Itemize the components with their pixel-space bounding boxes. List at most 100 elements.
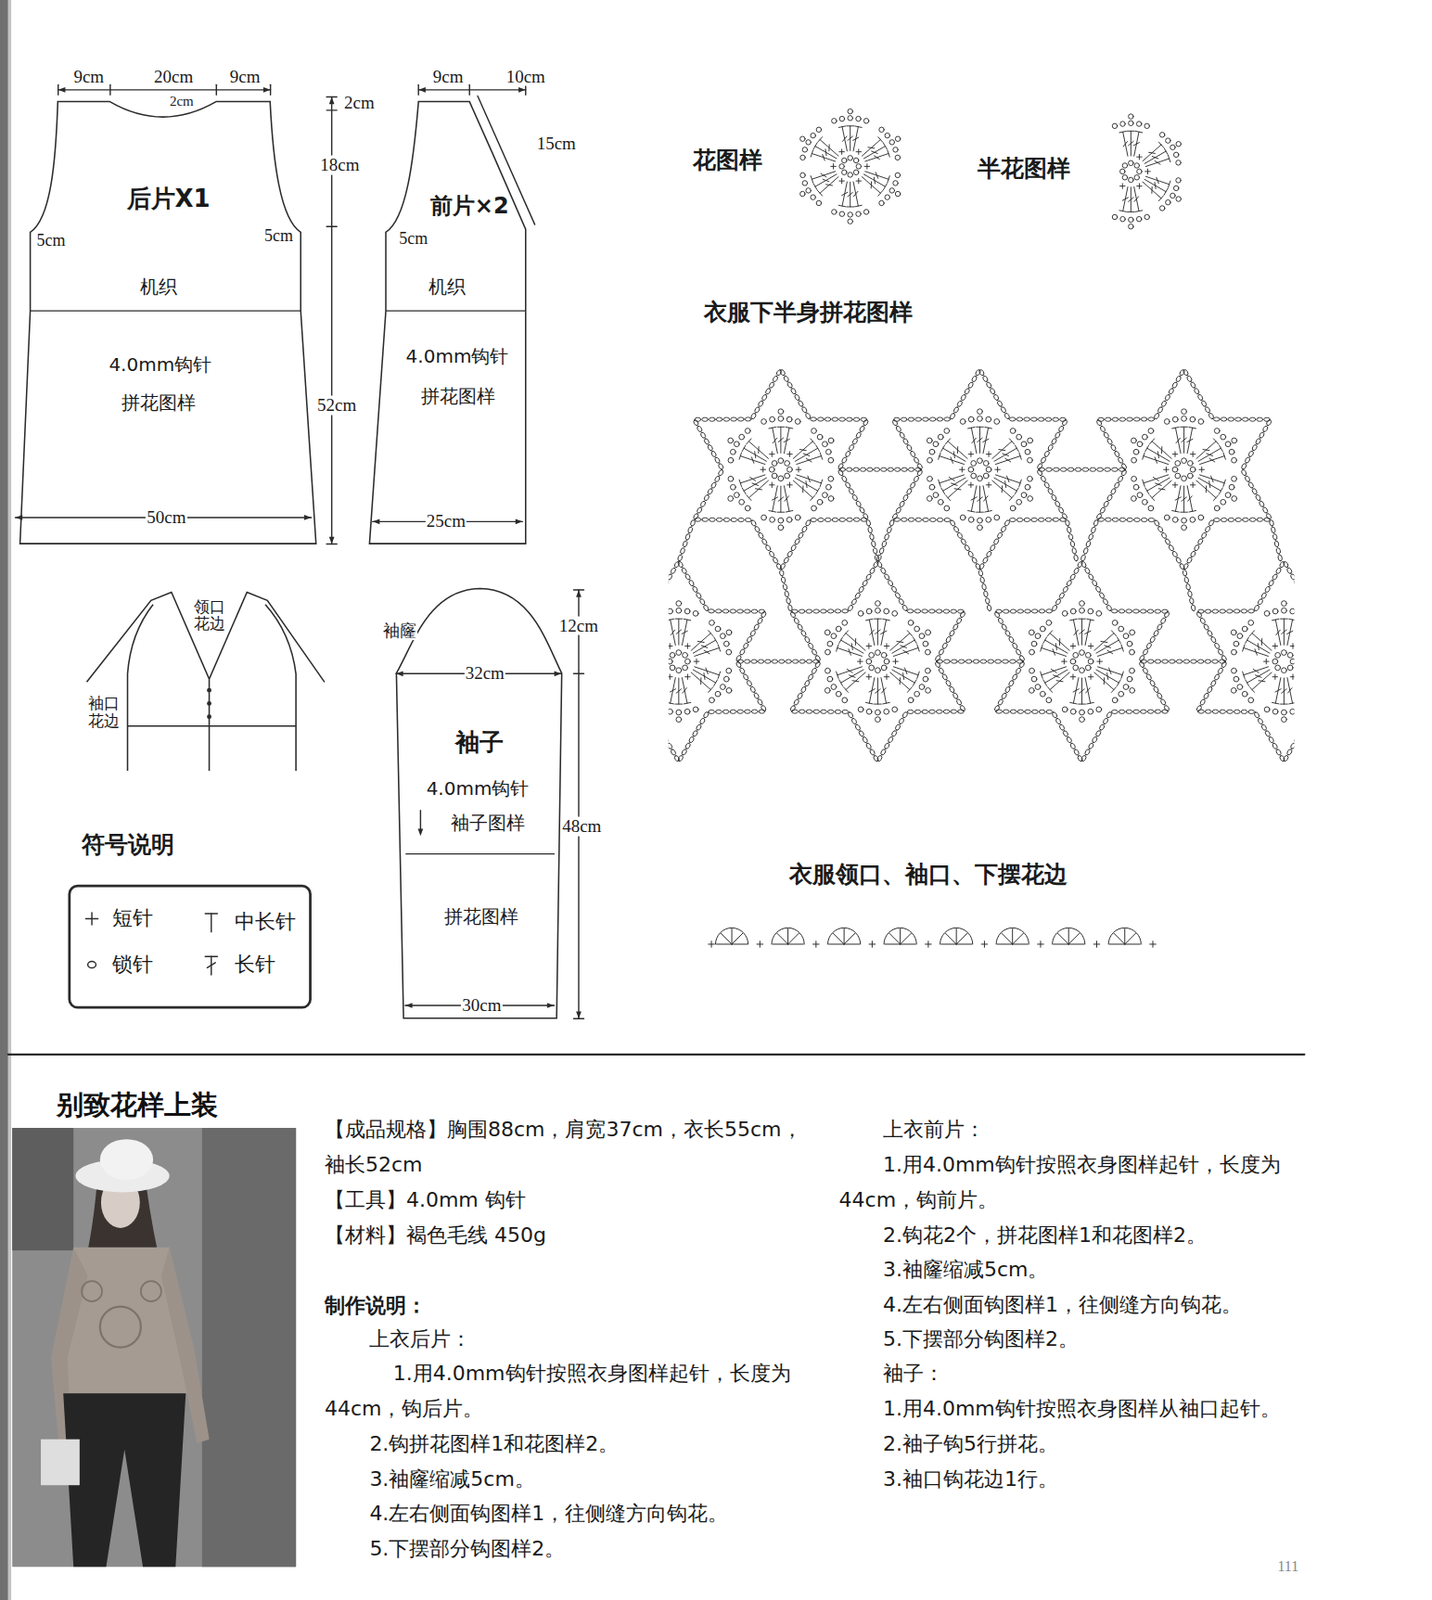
chain-stitch: [1061, 419, 1069, 427]
chain-stitch: [1278, 561, 1286, 569]
chain-stitch: [879, 127, 884, 132]
chain-stitch: [1046, 467, 1053, 472]
stitch-slash: [705, 667, 708, 675]
stitch-top: [818, 190, 823, 196]
chain-stitch: [1225, 441, 1231, 448]
chain-stitch: [1241, 690, 1248, 697]
single-crochet-mark: [832, 164, 834, 170]
chain-stitch: [1018, 661, 1025, 669]
chain-stitch: [800, 154, 806, 160]
stitch-slash: [875, 689, 881, 693]
chain-stitch: [827, 609, 834, 614]
stitch-slash: [1254, 649, 1257, 656]
stitch-slash: [1156, 177, 1159, 184]
chain-stitch: [1058, 723, 1065, 731]
single-crochet-mark: [1090, 674, 1092, 680]
chain-stitch: [979, 576, 985, 584]
chain-stitch: [943, 609, 950, 614]
chain-stitch: [1093, 519, 1100, 527]
chain-stitch: [1016, 498, 1023, 505]
chain-stitch: [848, 487, 856, 496]
stitch-slash: [682, 688, 687, 693]
chain-stitch: [1195, 704, 1202, 713]
stitch-slash: [751, 457, 754, 464]
chain-stitch: [1290, 608, 1295, 614]
chain-stitch: [1023, 517, 1031, 522]
stitch-stroke: [783, 427, 790, 454]
chain-stitch: [1084, 566, 1091, 575]
chain-stitch: [999, 406, 1007, 414]
chain-stitch: [1027, 457, 1034, 463]
stitch-stroke: [1200, 456, 1226, 465]
stitch-stroke: [890, 672, 910, 691]
chain-stitch: [1015, 648, 1023, 656]
chain-stitch: [760, 704, 768, 713]
chain-stitch: [1087, 741, 1095, 750]
chain-stitches: [1195, 611, 1228, 663]
chain-stitch: [700, 499, 707, 508]
chain-stitch: [1065, 736, 1073, 744]
chain-stitch: [715, 690, 721, 697]
stitch-slash: [1211, 475, 1214, 483]
chain-stitch: [987, 659, 995, 664]
chain-stitch: [956, 616, 963, 625]
chain-stitch: [828, 496, 834, 502]
chain-stitch: [1015, 666, 1023, 675]
chain-stitch: [875, 650, 882, 656]
chain-stitch: [676, 607, 682, 614]
chain-stitch: [1187, 590, 1193, 598]
stitch-top: [741, 487, 746, 495]
chain-stitch: [1024, 448, 1031, 455]
chain-stitch: [1183, 659, 1190, 664]
chain-stitch: [1264, 611, 1270, 617]
chain-stitch: [1099, 506, 1106, 514]
chain-stitch: [1214, 641, 1221, 650]
chain-stitch: [867, 526, 873, 534]
chain-stitch: [1148, 428, 1154, 435]
chain-stitch: [985, 549, 993, 558]
single-crochet-mark: [1152, 941, 1154, 948]
chain-stitch: [785, 659, 792, 664]
stitch-stroke: [853, 127, 858, 152]
chain-stitch: [775, 369, 782, 377]
chain-stitch: [822, 441, 829, 448]
chain-stitch: [1199, 698, 1206, 706]
chain-stitch: [880, 566, 887, 575]
chain-stitch: [844, 449, 852, 458]
chain-stitches: [837, 419, 870, 471]
single-crochet-mark: [1201, 466, 1202, 473]
chain-stitch: [858, 425, 866, 434]
stitch-slash: [703, 650, 710, 654]
chain-stitches: [839, 467, 921, 472]
chain-stitch: [925, 688, 932, 694]
chain-stitch: [839, 164, 844, 169]
chain-stitch: [944, 505, 950, 512]
chain-stitch: [1031, 709, 1038, 714]
stitch-top: [1242, 644, 1245, 652]
stitch-slash: [1261, 639, 1263, 646]
chain-stitch: [1163, 537, 1171, 546]
chain-stitch: [739, 666, 746, 675]
stitch-slash: [1002, 453, 1010, 456]
stitch-slash: [1073, 689, 1079, 692]
stitch-stroke: [731, 943, 748, 945]
chain-stitch: [1162, 709, 1169, 714]
stitch-slash: [1079, 689, 1085, 693]
flower-motif: [1112, 114, 1181, 230]
stitch-stroke: [811, 153, 835, 162]
chain-stitch: [729, 709, 737, 714]
chain-stitch: [1256, 598, 1264, 606]
chain-stitch: [1002, 609, 1010, 614]
chain-stitch: [1272, 608, 1279, 614]
chain-stitch: [1173, 152, 1178, 157]
chain-stitch: [1281, 607, 1288, 614]
piece-outline: [365, 95, 531, 547]
instruction-text: 5.下摆部分钩图样2。: [882, 1321, 1079, 1357]
stitch-slash: [1107, 673, 1109, 680]
stitch-stroke: [1094, 633, 1114, 652]
piece-outline: [392, 583, 566, 1023]
stitch-top: [810, 150, 813, 157]
chain-stitch: [977, 517, 984, 524]
flower-motif: [728, 409, 834, 531]
chain-stitch: [1031, 609, 1038, 614]
